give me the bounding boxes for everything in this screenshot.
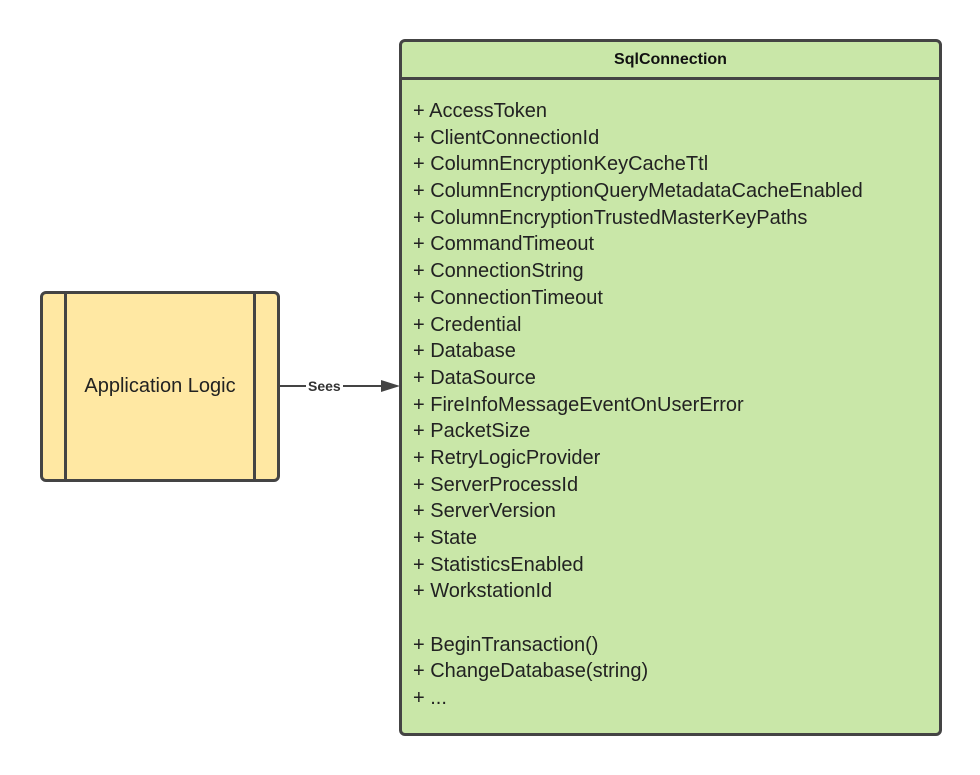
property-item: + State xyxy=(413,527,477,549)
property-list: + AccessToken + ClientConnectionId + Col… xyxy=(413,98,939,605)
property-item: + ColumnEncryptionQueryMetadataCacheEnab… xyxy=(413,180,863,203)
property-item: + ConnectionString xyxy=(413,260,584,283)
component-right-bar xyxy=(253,294,256,479)
class-title: SqlConnection xyxy=(402,42,939,80)
method-item: + BeginTransaction() xyxy=(413,633,599,656)
method-list: + BeginTransaction() + ChangeDatabase(st… xyxy=(413,632,939,712)
property-item: + PacketSize xyxy=(413,420,531,443)
property-item: + ConnectionTimeout xyxy=(413,286,603,309)
property-item: + CommandTimeout xyxy=(413,233,594,256)
property-item: + ServerVersion xyxy=(413,500,556,523)
method-item: + ChangeDatabase(string) xyxy=(413,660,649,683)
property-item: + Database xyxy=(413,340,516,363)
application-logic-node[interactable]: Application Logic xyxy=(40,291,280,482)
property-item: + DataSource xyxy=(413,366,536,389)
property-item: + ColumnEncryptionTrustedMasterKeyPaths xyxy=(413,206,808,229)
arrowhead-icon xyxy=(381,380,400,392)
property-item: + ClientConnectionId xyxy=(413,126,600,149)
application-logic-label: Application Logic xyxy=(84,375,236,397)
property-item: + ServerProcessId xyxy=(413,473,579,496)
method-item: + ... xyxy=(413,687,447,710)
sqlconnection-class-node[interactable]: SqlConnection + AccessToken + ClientConn… xyxy=(399,39,942,736)
class-members: + AccessToken + ClientConnectionId + Col… xyxy=(402,80,939,712)
property-item: + WorkstationId xyxy=(413,580,553,603)
property-item: + FireInfoMessageEventOnUserError xyxy=(413,393,744,416)
component-left-bar xyxy=(64,294,67,479)
property-item: + Credential xyxy=(413,313,522,336)
property-item: + RetryLogicProvider xyxy=(413,446,601,469)
connector-label: Sees xyxy=(306,376,343,396)
property-item: + ColumnEncryptionKeyCacheTtl xyxy=(413,153,709,176)
property-item: + StatisticsEnabled xyxy=(413,553,584,576)
property-item: + AccessToken xyxy=(413,100,547,122)
section-spacer xyxy=(413,605,939,632)
